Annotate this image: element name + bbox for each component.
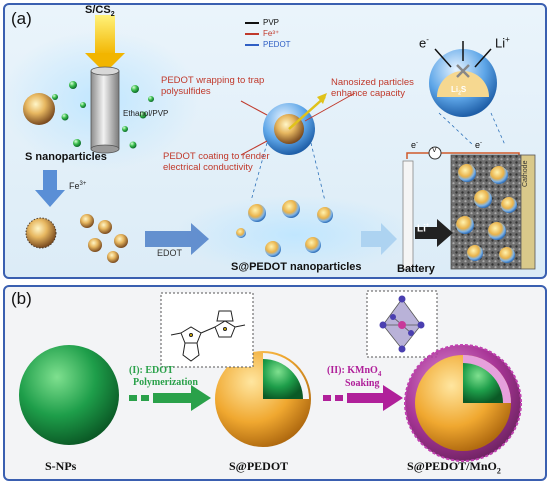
mno6-octahedron — [379, 295, 425, 353]
legend-item-pvp: PVP — [245, 17, 291, 28]
legend-swatch-pvp — [245, 21, 259, 24]
electron-label: e- — [419, 35, 429, 51]
li2s-arrows — [434, 41, 492, 68]
fe-label: Fe3+ — [69, 181, 87, 191]
legend: PVP Fe³⁺ PEDOT — [245, 17, 291, 50]
solvent-label: Ethanol/PVP — [123, 109, 169, 118]
panel-a-label: (a) — [11, 9, 32, 28]
cylinder-top — [90, 66, 120, 76]
step1-label-line2: Polymerization — [133, 377, 198, 388]
anode-plate — [402, 160, 414, 270]
cathode-particles — [456, 164, 517, 263]
li-arrow — [415, 219, 453, 247]
annotation-nanosized: Nanosized particles enhance capacity — [331, 77, 414, 99]
legend-swatch-fe — [245, 32, 259, 35]
spedot-label: S@PEDOT — [229, 459, 289, 473]
edot-arrow — [145, 223, 209, 255]
snp-label: S-NPs — [45, 459, 77, 473]
spedot-particles — [236, 200, 333, 257]
sphere-arrowhead — [317, 93, 327, 104]
final-mno2-texture — [404, 344, 522, 462]
voltmeter — [428, 146, 442, 160]
battery-arrow — [361, 223, 397, 255]
panel-b-label: (b) — [11, 289, 32, 308]
green-dots — [52, 81, 154, 149]
step1-arrow — [129, 385, 211, 411]
glow-bottom — [175, 195, 415, 275]
leader-lines — [250, 112, 506, 202]
step2-label-line2: Soaking — [345, 378, 380, 389]
fe-arrow — [35, 170, 65, 207]
cylinder-body — [90, 70, 120, 150]
legend-item-pedot: PEDOT — [245, 39, 291, 50]
legend-item-fe: Fe³⁺ — [245, 28, 291, 39]
panel-a: (a) S/CS2 Ethanol/PVP S nanoparticles Fe… — [3, 3, 547, 279]
electron-wire-left: e- — [411, 140, 419, 150]
panel-a-artwork — [5, 15, 536, 275]
voltmeter-label: V — [432, 147, 437, 154]
cathode-current-collector — [520, 154, 536, 270]
coated-particles-left — [25, 214, 128, 263]
precursor-label: S/CS2 — [85, 4, 115, 19]
precursor-arrow — [95, 15, 115, 55]
annotation-arrows — [240, 92, 356, 156]
li-battery-label: Li+ — [417, 223, 430, 235]
s-nanoparticle — [23, 93, 55, 125]
pedot-structure — [170, 310, 246, 362]
annotation-wrapping: PEDOT wrapping to trap polysulfides — [161, 75, 265, 97]
step2-label: (II): KMnO4 — [327, 365, 382, 378]
step1-label: (I): EDOT — [129, 365, 174, 376]
spedot-green-core — [263, 359, 303, 399]
snp-sphere — [19, 345, 119, 445]
s-nanoparticles-label: S nanoparticles — [25, 151, 107, 163]
cathode-label: Cathode — [522, 160, 529, 187]
li-ion-label: Li+ — [495, 35, 510, 51]
li2s-core — [437, 71, 489, 97]
electron-wire-right: e- — [475, 140, 483, 150]
sphere-arrow — [288, 96, 326, 130]
final-label: S@PEDOT/MnO2 — [407, 459, 501, 476]
step2-arrow — [323, 385, 403, 411]
panel-b-artwork — [19, 290, 522, 462]
cylinder-bottom — [90, 144, 120, 154]
precursor-arrowhead — [85, 53, 125, 73]
final-green-core — [463, 363, 503, 403]
battery-label: Battery — [397, 263, 435, 275]
panel-b: (b) (I): EDOT Polymerization (II): KMnO4… — [3, 285, 547, 481]
annotation-coating: PEDOT coating to render electrical condu… — [163, 151, 270, 173]
legend-swatch-pedot — [245, 43, 259, 46]
product-label: S@PEDOT nanoparticles — [231, 261, 362, 273]
li2s-cross — [456, 64, 470, 78]
edot-label: EDOT — [157, 248, 183, 258]
li2s-label: Li2S — [451, 85, 467, 97]
